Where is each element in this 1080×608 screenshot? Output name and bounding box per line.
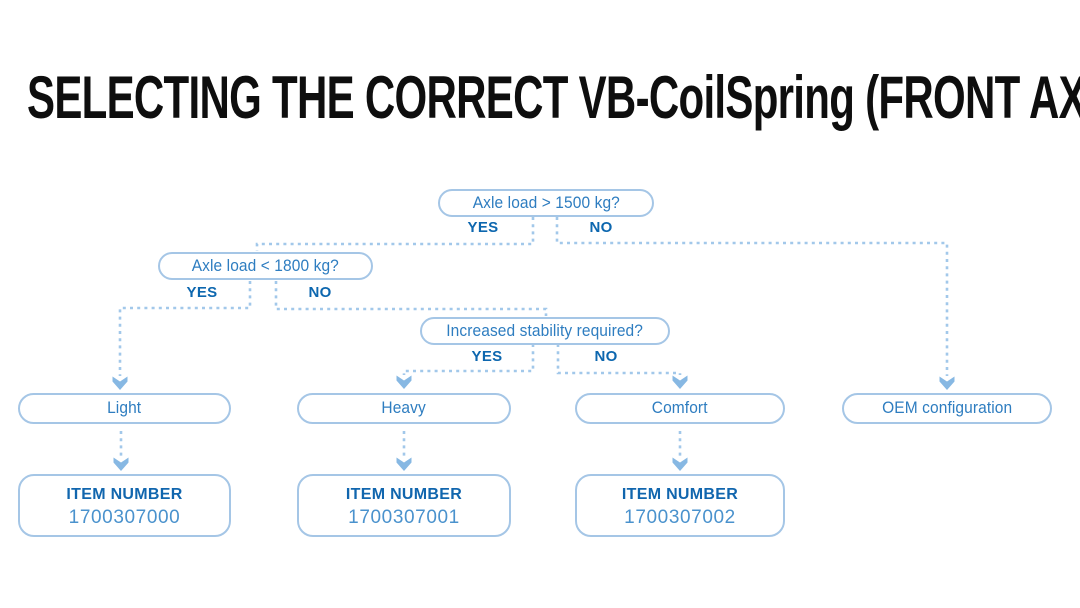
outcome-label: OEM configuration	[881, 399, 1013, 417]
decision-question: Increased stability required?	[446, 321, 644, 340]
item-box-heavy: ITEM NUMBER 1700307001	[297, 474, 511, 537]
connector-q1-no	[555, 217, 949, 376]
item-number-label: ITEM NUMBER	[621, 486, 739, 503]
branch-label-yes: YES	[471, 348, 503, 365]
arrow-down-icon	[396, 457, 412, 471]
decision-box-axle-load-1500: Axle load > 1500 kg?	[438, 189, 654, 217]
arrow-down-icon	[939, 376, 955, 390]
arrow-down-icon	[672, 375, 688, 389]
arrow-down-icon	[113, 457, 129, 471]
item-number-value: 1700307001	[348, 507, 460, 528]
outcome-label: Heavy	[381, 399, 427, 417]
arrow-down-icon	[396, 375, 412, 389]
page-title: SELECTING THE CORRECT VB-CoilSpring (FRO…	[27, 64, 1080, 131]
item-number-value: 1700307000	[68, 507, 181, 528]
outcome-box-heavy: Heavy	[297, 393, 511, 424]
branch-label-no: NO	[589, 219, 613, 236]
decision-question: Axle load < 1800 kg?	[191, 256, 340, 275]
item-number-label: ITEM NUMBER	[66, 486, 183, 503]
branch-label-yes: YES	[186, 284, 218, 301]
outcome-label: Comfort	[652, 399, 708, 417]
arrow-down-icon	[672, 457, 688, 471]
item-box-comfort: ITEM NUMBER 1700307002	[575, 474, 785, 537]
branch-label-no: NO	[308, 284, 332, 301]
item-box-light: ITEM NUMBER 1700307000	[18, 474, 231, 537]
connector-q3-no	[556, 344, 682, 375]
outcome-box-oem-configuration: OEM configuration	[842, 393, 1052, 424]
item-number-label: ITEM NUMBER	[345, 486, 463, 503]
arrow-down-icon	[112, 376, 128, 390]
outcome-box-light: Light	[18, 393, 231, 424]
branch-label-yes: YES	[467, 219, 499, 236]
branch-label-no: NO	[594, 348, 618, 365]
outcome-label: Light	[107, 399, 142, 417]
decision-box-increased-stability: Increased stability required?	[420, 317, 670, 345]
decision-box-axle-load-1800: Axle load < 1800 kg?	[158, 252, 373, 280]
decision-question: Axle load > 1500 kg?	[472, 193, 620, 212]
item-number-value: 1700307002	[624, 507, 736, 528]
outcome-box-comfort: Comfort	[575, 393, 785, 424]
